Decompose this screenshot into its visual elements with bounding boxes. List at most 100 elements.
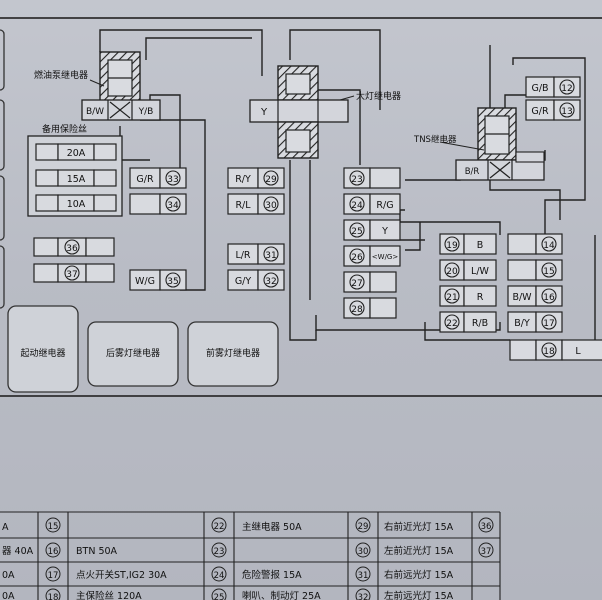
fuel-pump-pin-right: Y/B (138, 107, 154, 117)
svg-text:左前近光灯 15A: 左前近光灯 15A (384, 545, 454, 557)
rear-fog-relay: 后雾灯继电器 (87, 321, 179, 387)
tns-pin: B/R (465, 167, 480, 177)
fuse-slot-32: 32 G/Y (227, 269, 285, 291)
fuse-slot-19: 19 B (439, 233, 497, 255)
fuse-slot-28: 28 (343, 297, 397, 319)
svg-text:19: 19 (446, 241, 458, 251)
svg-text:L/W: L/W (471, 266, 489, 277)
svg-text:23: 23 (351, 175, 362, 185)
svg-text:33: 33 (167, 175, 178, 185)
svg-text:R/B: R/B (472, 318, 488, 329)
svg-text:Y: Y (381, 226, 388, 237)
svg-text:15A: 15A (67, 174, 86, 185)
svg-text:点火开关ST,IG2 30A: 点火开关ST,IG2 30A (76, 569, 167, 581)
tns-relay-label: TNS继电器 (413, 134, 457, 145)
fuse-slot-17: 17 B/Y (507, 311, 563, 333)
svg-text:W/G: W/G (135, 276, 155, 287)
svg-text:22: 22 (214, 522, 225, 532)
svg-text:22: 22 (446, 319, 457, 329)
board-frame (0, 17, 602, 397)
svg-text:器 40A: 器 40A (2, 546, 34, 557)
svg-text:R/Y: R/Y (235, 174, 251, 185)
svg-text:32: 32 (358, 593, 369, 600)
svg-text:L/R: L/R (235, 250, 250, 261)
svg-text:右前近光灯 15A: 右前近光灯 15A (384, 521, 454, 533)
svg-text:<W/G>: <W/G> (372, 253, 399, 261)
fuse-slot-24: 24 R/G (343, 193, 401, 215)
fuse-slot-27: 27 (343, 271, 397, 293)
headlamp-relay-label: 大灯继电器 (356, 90, 401, 102)
svg-text:右前远光灯 15A: 右前远光灯 15A (384, 569, 454, 581)
svg-text:29: 29 (265, 175, 277, 185)
svg-text:G/R: G/R (531, 106, 549, 117)
fuse-slot-13: 13 G/R (525, 99, 581, 121)
svg-text:26: 26 (351, 253, 363, 263)
left-edge-boxes (0, 29, 5, 309)
svg-text:20A: 20A (67, 148, 86, 159)
fuse-slot-12: 12 G/B (525, 76, 581, 98)
fuse-slot-37: 37 (33, 263, 115, 283)
svg-text:B/W: B/W (512, 292, 532, 303)
svg-text:31: 31 (265, 251, 276, 261)
fuse-slot-16: 16 B/W (507, 285, 563, 307)
svg-text:23: 23 (214, 547, 225, 557)
spare-fuse-10a: 10A (35, 194, 117, 212)
svg-text:L: L (575, 346, 581, 357)
svg-text:B: B (477, 240, 484, 251)
svg-text:31: 31 (358, 571, 369, 581)
fuse-legend-table: A 器 40A 0A 0A 15 16 17 18 BTN 50A 点火开关ST… (0, 511, 501, 600)
svg-text:36: 36 (481, 522, 492, 532)
svg-text:18: 18 (543, 347, 555, 357)
fuse-slot-33: 33 G/R (129, 167, 187, 189)
svg-text:24: 24 (214, 571, 225, 581)
fuse-slot-25: 25 Y (343, 219, 401, 241)
svg-text:16: 16 (543, 293, 555, 303)
svg-text:21: 21 (446, 293, 457, 303)
svg-text:起动继电器: 起动继电器 (20, 347, 65, 359)
svg-text:左前远光灯 15A: 左前远光灯 15A (384, 590, 454, 600)
svg-text:32: 32 (265, 277, 276, 287)
svg-text:35: 35 (167, 277, 178, 287)
fuse-slot-35: 35 W/G (129, 269, 187, 291)
fuel-pump-relay: B/W Y/B (81, 51, 161, 121)
fuse-slot-20: 20 L/W (439, 259, 497, 281)
fuel-pump-pin-left: B/W (86, 107, 104, 117)
svg-text:36: 36 (66, 244, 78, 254)
svg-text:37: 37 (66, 270, 77, 280)
svg-text:29: 29 (358, 522, 369, 532)
svg-text:30: 30 (265, 201, 277, 211)
svg-text:25: 25 (214, 593, 225, 600)
svg-text:13: 13 (561, 107, 572, 117)
tns-relay: B/R (455, 107, 545, 181)
svg-text:12: 12 (561, 84, 572, 94)
fuel-pump-relay-label: 燃油泵继电器 (34, 69, 88, 81)
spare-fuse-20a: 20A (35, 143, 117, 161)
svg-text:20: 20 (446, 267, 458, 277)
svg-text:15: 15 (48, 522, 59, 532)
svg-text:37: 37 (481, 547, 492, 557)
svg-text:G/B: G/B (531, 83, 548, 94)
svg-text:前雾灯继电器: 前雾灯继电器 (206, 347, 260, 359)
fuse-slot-30: 30 R/L (227, 193, 285, 215)
fuse-slot-26: 26 <W/G> (343, 245, 401, 267)
svg-text:R/G: R/G (376, 200, 393, 211)
fuse-slot-22: 22 R/B (439, 311, 497, 333)
fuse-slot-36: 36 (33, 237, 115, 257)
fuse-slot-15: 15 (507, 259, 563, 281)
fuse-slot-14: 14 (507, 233, 563, 255)
svg-text:10A: 10A (67, 199, 86, 210)
svg-text:34: 34 (167, 201, 179, 211)
svg-text:14: 14 (543, 241, 555, 251)
spare-fuse-label: 备用保险丝 (42, 123, 87, 135)
svg-text:0A: 0A (2, 570, 15, 581)
svg-text:16: 16 (48, 547, 59, 557)
fuse-slot-31: 31 L/R (227, 243, 285, 265)
svg-text:17: 17 (48, 571, 59, 581)
headlamp-pin: Y (260, 107, 268, 118)
spare-fuse-15a: 15A (35, 169, 117, 187)
svg-text:G/Y: G/Y (235, 276, 252, 287)
svg-text:17: 17 (543, 319, 554, 329)
svg-text:30: 30 (358, 547, 369, 557)
svg-text:B/Y: B/Y (514, 318, 530, 329)
